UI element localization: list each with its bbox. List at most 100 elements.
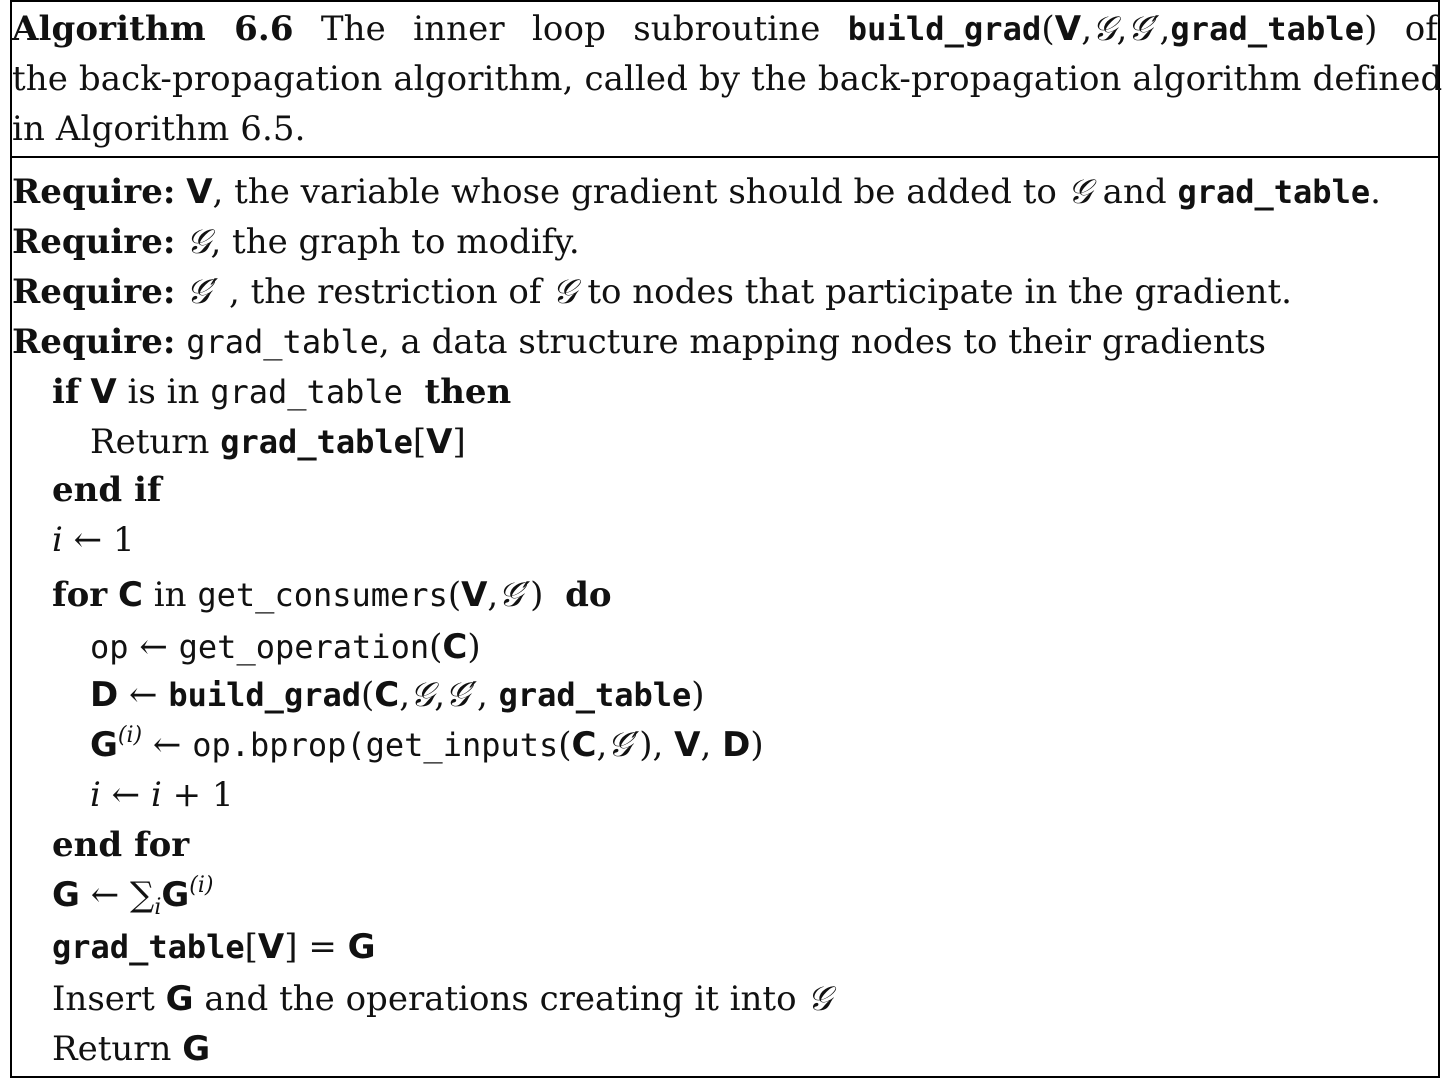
superscript-i: (i) bbox=[189, 873, 214, 898]
var-v: V bbox=[90, 372, 117, 412]
step-for: for C in get_consumers(V,𝒢′) do bbox=[52, 570, 612, 620]
var-i: i bbox=[90, 775, 101, 815]
paren: ) bbox=[750, 725, 764, 765]
caption-line-2: the back-propagation algorithm, called b… bbox=[12, 59, 1443, 99]
then-keyword: then bbox=[424, 372, 512, 412]
require-rest: to nodes that participate in the gradien… bbox=[576, 272, 1292, 312]
graph: 𝒢 bbox=[807, 979, 832, 1019]
func-build-grad: build_grad bbox=[168, 676, 361, 714]
paren: ) bbox=[691, 675, 705, 715]
caption-arg-v: V bbox=[1054, 9, 1082, 49]
caption-text-a: The inner loop subroutine bbox=[320, 9, 821, 49]
equals: = bbox=[297, 927, 348, 967]
graph-prime: 𝒢′ bbox=[607, 725, 640, 765]
step-bprop: G(i) ← op.bprop(get_inputs(C,𝒢′), V, D) bbox=[90, 720, 764, 770]
caption-divider bbox=[10, 156, 1440, 158]
sep: ), bbox=[639, 725, 675, 765]
require-line-1: Require: V, the variable whose gradient … bbox=[12, 167, 1381, 217]
sum-symbol: ∑ bbox=[130, 875, 155, 915]
require-keyword: Require: bbox=[12, 322, 176, 362]
bracket: [ bbox=[412, 422, 427, 462]
var-v: V bbox=[674, 725, 701, 765]
var-v: V bbox=[257, 927, 285, 967]
grad-table: grad_table bbox=[220, 423, 413, 461]
var-g: G bbox=[90, 725, 118, 765]
paren: ) bbox=[467, 627, 481, 667]
caption-line-3: in Algorithm 6.5. bbox=[12, 109, 306, 149]
bracket: [ bbox=[244, 927, 258, 967]
require-var: 𝒢 bbox=[186, 222, 211, 262]
sep: , bbox=[477, 675, 499, 715]
algorithm-caption: Algorithm 6.6 The inner loop subroutine … bbox=[12, 4, 1443, 154]
caption-sep: , bbox=[1081, 9, 1093, 49]
graph-prime: 𝒢′ bbox=[445, 675, 477, 715]
require-text: , the graph to modify. bbox=[210, 222, 580, 262]
var-op: op bbox=[90, 628, 129, 666]
var-g: G bbox=[165, 979, 194, 1019]
paren: ) bbox=[530, 575, 544, 615]
var-c: C bbox=[442, 627, 468, 667]
caption-text-b: of bbox=[1404, 9, 1438, 49]
insert-text: Insert bbox=[52, 979, 166, 1019]
var-d: D bbox=[90, 675, 119, 715]
var-g: G bbox=[52, 875, 80, 915]
sep: , bbox=[596, 725, 608, 765]
step-increment: i ← i + 1 bbox=[90, 770, 234, 820]
sep: , bbox=[700, 725, 723, 765]
step-init-i: i ← 1 bbox=[52, 515, 135, 565]
require-end: . bbox=[1370, 172, 1381, 212]
step-if: if V is in grad_table then bbox=[52, 367, 511, 417]
step-insert: Insert G and the operations creating it … bbox=[52, 974, 832, 1024]
grad-table: grad_table bbox=[52, 928, 245, 966]
assign: ← bbox=[128, 627, 179, 667]
caption-paren-open: ( bbox=[1041, 9, 1055, 49]
bracket: ] bbox=[452, 422, 466, 462]
superscript-i: (i) bbox=[117, 723, 143, 748]
require-table: grad_table bbox=[186, 323, 379, 361]
paren: ( bbox=[558, 725, 572, 765]
caption-func: build_grad bbox=[847, 10, 1042, 48]
step-op: op ← get_operation(C) bbox=[90, 622, 481, 672]
return-text: Return bbox=[90, 422, 221, 462]
require-line-3: Require: 𝒢′ , the restriction of 𝒢 to no… bbox=[12, 267, 1292, 317]
step-return-table: Return grad_table[V] bbox=[90, 417, 466, 467]
var-g: G bbox=[161, 875, 190, 915]
caption-sep: , bbox=[1116, 9, 1128, 49]
var-i: i bbox=[150, 775, 162, 815]
caption-arg-table: grad_table bbox=[1170, 10, 1365, 48]
text: in bbox=[142, 575, 198, 615]
assign: ← 1 bbox=[62, 520, 135, 560]
var-v: V bbox=[426, 422, 453, 462]
assign: ← bbox=[79, 875, 131, 915]
func-bprop: op.bprop( bbox=[192, 726, 366, 764]
sep: , bbox=[399, 675, 411, 715]
bracket: ] bbox=[284, 927, 298, 967]
var-i: i bbox=[52, 520, 63, 560]
assign: ← bbox=[100, 775, 151, 815]
text: is in bbox=[116, 372, 211, 412]
var-c: C bbox=[571, 725, 597, 765]
step-return-g: Return G bbox=[52, 1024, 210, 1074]
step-end-if: end if bbox=[52, 465, 162, 515]
require-line-4: Require: grad_table, a data structure ma… bbox=[12, 317, 1266, 367]
subscript-i: i bbox=[154, 895, 162, 920]
assign: ← bbox=[118, 675, 169, 715]
var-g: G bbox=[182, 1029, 211, 1069]
if-keyword: if bbox=[52, 372, 80, 412]
var-v: V bbox=[461, 575, 488, 615]
paren: ( bbox=[447, 575, 462, 615]
insert-text: and the operations creating it into bbox=[193, 979, 808, 1019]
var-g: G bbox=[347, 927, 376, 967]
return-text: Return bbox=[52, 1029, 183, 1069]
plus-one: + 1 bbox=[161, 775, 234, 815]
require-graph: 𝒢 bbox=[1067, 172, 1092, 212]
func-get-operation: get_operation bbox=[178, 628, 430, 666]
assign: ← bbox=[142, 725, 193, 765]
caption-paren-close: ) bbox=[1364, 9, 1378, 49]
require-keyword: Require: bbox=[12, 172, 176, 212]
caption-sep: , bbox=[1159, 9, 1171, 49]
grad-table: grad_table bbox=[210, 373, 403, 411]
sep: , bbox=[434, 675, 446, 715]
grad-table: grad_table bbox=[498, 676, 692, 714]
caption-line-1: Algorithm 6.6 The inner loop subroutine … bbox=[12, 4, 1438, 54]
